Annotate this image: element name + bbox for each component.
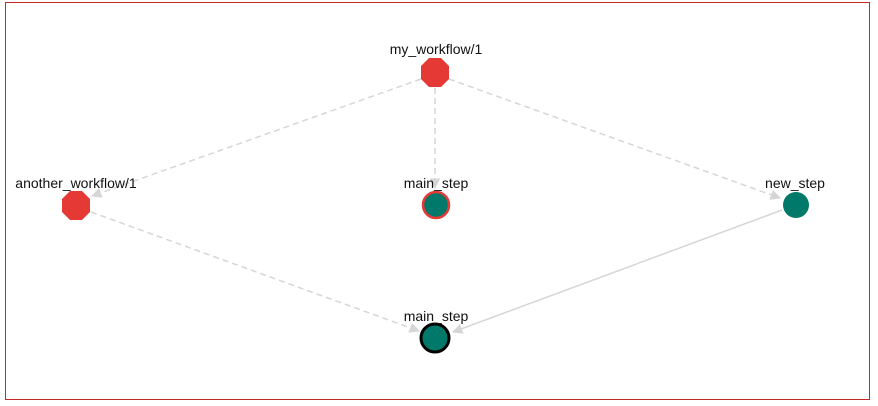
node-another-workflow[interactable]: another_workflow/1 [15,175,137,220]
node-main-step-bottom[interactable]: main_step [404,308,469,354]
edge-new-step-to-main-step-bottom [452,209,783,334]
edge-my-workflow-to-new-step [448,78,781,200]
node-label: my_workflow/1 [390,41,483,57]
edges [90,78,783,334]
node-label: main_step [404,308,469,324]
node-main-step-top[interactable]: main_step [404,175,469,220]
node-my-workflow[interactable]: my_workflow/1 [390,41,483,87]
step-circle-icon [419,322,451,354]
edge-my-workflow-to-another-workflow [91,78,422,198]
node-label: main_step [404,175,469,191]
edge-another-workflow-to-main-step-bottom [90,211,420,333]
workflow-octagon-icon [62,191,90,220]
step-circle-icon [421,190,451,220]
workflow-octagon-icon [421,58,449,87]
node-label: another_workflow/1 [15,175,137,191]
node-new-step[interactable]: new_step [765,175,825,218]
step-circle-icon [783,192,809,218]
node-label: new_step [765,175,825,191]
